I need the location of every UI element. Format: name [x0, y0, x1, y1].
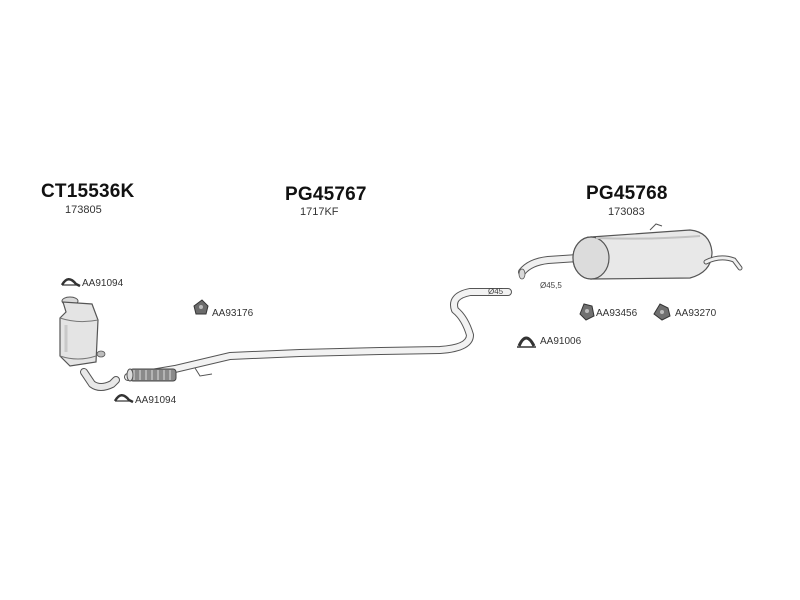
clamp-rear-label: AA91006 [540, 336, 582, 347]
middle-pipe [124, 288, 512, 382]
middle-pipe-code: PG45767 [285, 184, 367, 205]
silencer-inlet-diameter: Ø45,5 [540, 281, 562, 290]
clamp-top-label: AA91094 [82, 278, 124, 289]
rubber-mount-rear-2-label: AA93270 [675, 308, 717, 319]
rubber-mount-middle-label: AA93176 [212, 308, 254, 319]
rear-silencer-code: PG45768 [586, 183, 668, 204]
rubber-mount-rear-1-label: AA93456 [596, 308, 638, 319]
pipe-end-diameter: Ø45 [488, 287, 504, 296]
clamp-icon-top [60, 278, 81, 288]
clamp-icon-rear [517, 336, 536, 348]
rear-silencer-ref: 173083 [608, 206, 645, 218]
rear-silencer [518, 223, 743, 280]
rubber-mount-icon-rear-1 [579, 303, 595, 321]
catalyst-ref: 173805 [65, 204, 102, 216]
middle-pipe-ref: 1717KF [300, 206, 339, 218]
catalytic-converter [59, 296, 120, 391]
clamp-icon-bottom [113, 394, 134, 404]
rubber-mount-icon-middle [193, 299, 209, 315]
clamp-bottom-label: AA91094 [135, 395, 177, 406]
catalyst-code: CT15536K [41, 181, 135, 202]
rubber-mount-icon-rear-2 [653, 303, 671, 321]
